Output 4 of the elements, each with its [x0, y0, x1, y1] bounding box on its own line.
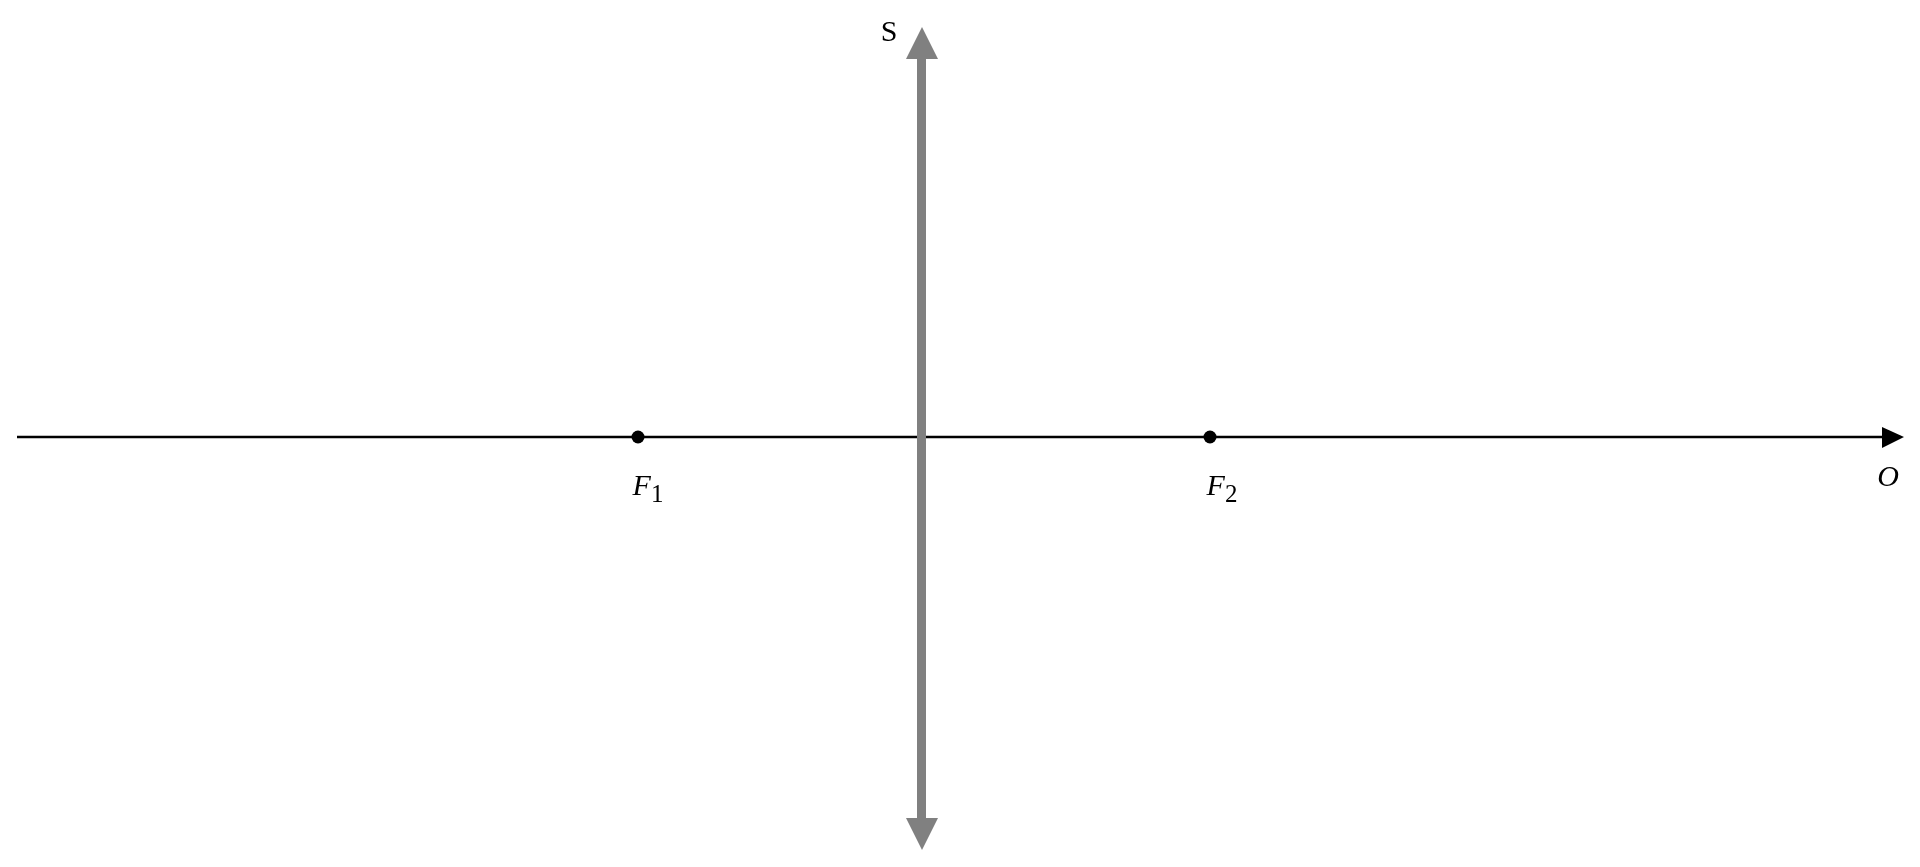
focal-point-label: F$_{2}$	[1206, 470, 1238, 506]
lens-label: S	[880, 16, 898, 46]
focal-point-label: F$_{1}$	[632, 470, 664, 506]
axis-label: O	[1877, 461, 1899, 491]
